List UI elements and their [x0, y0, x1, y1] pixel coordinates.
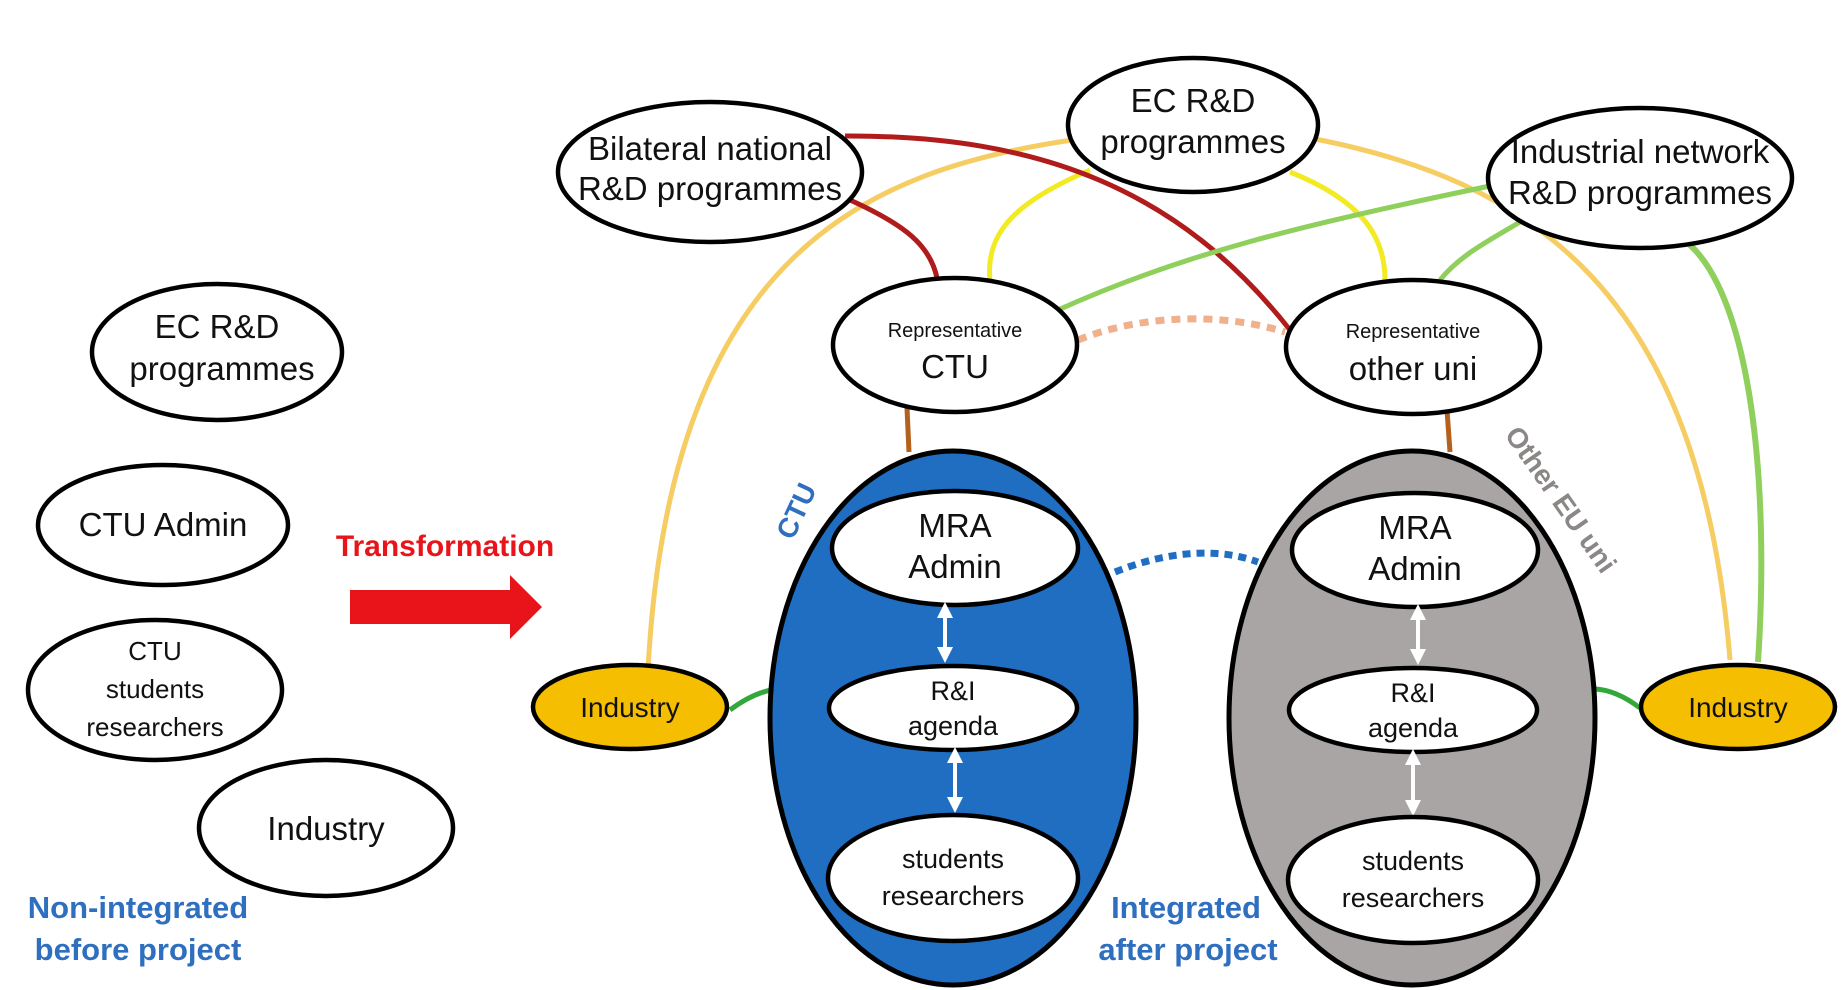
industrial-line2: R&D programmes [1508, 174, 1772, 211]
link-ec-industry-right [1309, 135, 1733, 661]
other-agenda-line1: R&I [1390, 678, 1435, 708]
ctu-students-line1: students [902, 844, 1004, 874]
rep-ctu-node[interactable]: Representative CTU [830, 275, 1080, 415]
link-bilateral-rep-ctu [848, 197, 940, 279]
industrial-line1: Industrial network [1511, 133, 1770, 170]
transformation: Transformation [336, 530, 554, 639]
after-caption-line1: Integrated [1111, 890, 1261, 925]
link-rep-ctu-university [904, 407, 912, 453]
industrial-network-node[interactable]: Industrial network R&D programmes [1485, 105, 1795, 251]
rep-other-small: Representative [1346, 321, 1481, 343]
bilateral-line2: R&D programmes [578, 170, 842, 207]
link-ec-rep-other [1289, 169, 1388, 281]
rep-other-big: other uni [1349, 350, 1477, 387]
other-students-line1: students [1362, 846, 1464, 876]
after-caption: Integrated after project [1098, 890, 1277, 967]
bilateral-line1: Bilateral national [588, 130, 832, 167]
before-section: EC R&D programmes CTU Admin CTU students… [25, 281, 456, 967]
other-admin-line1: MRA [1378, 509, 1451, 546]
industry-left-node[interactable]: Industry [530, 662, 730, 752]
link-mra-admins [1113, 549, 1260, 576]
before-ctu-admin-label: CTU Admin [79, 506, 248, 543]
ctu-students-line2: researchers [882, 881, 1025, 911]
industry-right-label: Industry [1688, 692, 1788, 723]
link-ec-industry-left [645, 137, 1073, 671]
ctu-label: CTU [770, 478, 822, 543]
transformation-arrow-icon [350, 575, 542, 639]
ctu-admin-line2: Admin [908, 548, 1002, 585]
other-agenda-line2: agenda [1368, 713, 1459, 743]
ctu-agenda-node[interactable]: R&I agenda [826, 663, 1080, 753]
before-ctu-students-node[interactable]: CTU students researchers [25, 617, 285, 763]
ctu-agenda-line2: agenda [908, 711, 999, 741]
rep-other-node[interactable]: Representative other uni [1283, 277, 1543, 417]
before-ctu-students-line1: CTU [128, 636, 181, 666]
link-ec-rep-ctu [987, 167, 1091, 281]
other-students-node[interactable]: students researchers [1285, 814, 1541, 946]
ctu-mra-admin-node[interactable]: MRA Admin [829, 488, 1081, 608]
ec-top-line2: programmes [1100, 123, 1285, 160]
rep-ctu-big: CTU [921, 348, 989, 385]
ctu-students-node[interactable]: students researchers [825, 812, 1081, 944]
link-industrial-rep-ctu [1056, 183, 1491, 313]
industry-left-label: Industry [580, 692, 680, 723]
before-ec-line2: programmes [129, 350, 314, 387]
link-rep-other-university [1444, 409, 1453, 453]
before-caption-line2: before project [35, 932, 242, 967]
before-industry-label: Industry [267, 810, 385, 847]
after-section: Bilateral national R&D programmes EC R&D… [530, 55, 1838, 988]
other-mra-admin-node[interactable]: MRA Admin [1289, 490, 1541, 610]
before-ctu-students-line3: researchers [86, 712, 223, 742]
before-caption-line1: Non-integrated [28, 890, 248, 925]
ctu-university[interactable]: CTU MRA Admin R&I agenda students resear… [767, 448, 1139, 988]
before-ec-line1: EC R&D [155, 308, 280, 345]
ctu-admin-line1: MRA [918, 507, 991, 544]
other-university[interactable]: Other EU uni MRA Admin R&I agenda studen… [1226, 421, 1623, 988]
link-industrial-rep-other [1438, 219, 1522, 282]
before-ctu-students-line2: students [106, 674, 204, 704]
ec-top-line1: EC R&D [1131, 82, 1256, 119]
before-ec-node[interactable]: EC R&D programmes [89, 281, 345, 423]
before-caption: Non-integrated before project [28, 890, 248, 967]
link-rep-ctu-rep-other [1076, 315, 1287, 344]
rep-ctu-small: Representative [888, 320, 1023, 342]
industry-right-node[interactable]: Industry [1638, 662, 1838, 752]
before-industry-node[interactable]: Industry [196, 757, 456, 899]
other-admin-line2: Admin [1368, 550, 1462, 587]
before-ctu-admin-node[interactable]: CTU Admin [35, 462, 291, 588]
after-caption-line2: after project [1098, 932, 1277, 967]
link-bilateral-rep-other [844, 133, 1292, 332]
transformation-label: Transformation [336, 530, 554, 563]
ctu-agenda-line1: R&I [930, 676, 975, 706]
bilateral-node[interactable]: Bilateral national R&D programmes [555, 99, 865, 245]
other-agenda-node[interactable]: R&I agenda [1286, 665, 1540, 755]
ec-top-node[interactable]: EC R&D programmes [1065, 55, 1321, 195]
link-industrial-industry-right [1687, 242, 1765, 663]
other-students-line2: researchers [1342, 883, 1485, 913]
